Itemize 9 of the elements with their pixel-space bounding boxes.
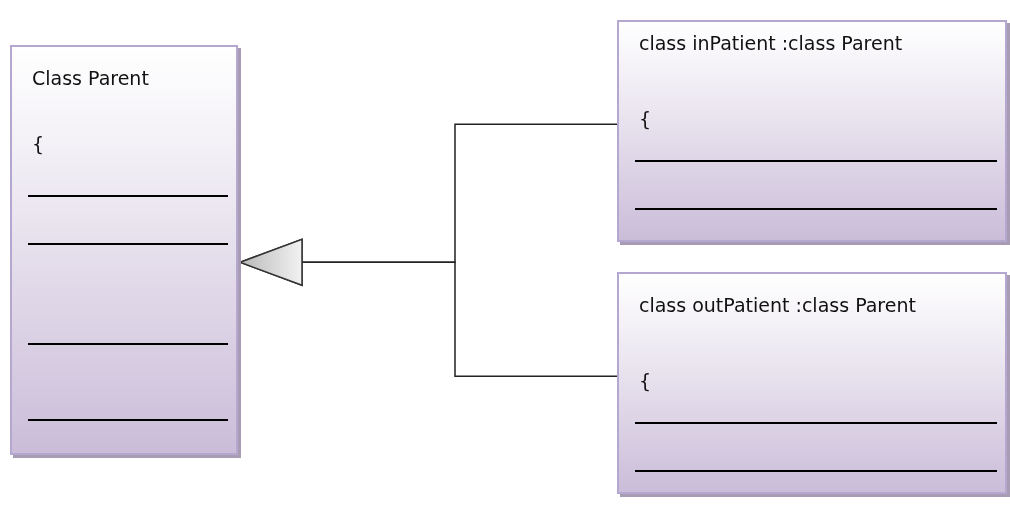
class-box bbox=[617, 20, 1007, 242]
class-name: class outPatient :class Parent bbox=[639, 294, 916, 316]
brace: { bbox=[639, 108, 652, 130]
class-box bbox=[617, 272, 1007, 494]
class-name: Class Parent bbox=[32, 67, 149, 89]
brace: { bbox=[639, 370, 652, 392]
class-name: class inPatient :class Parent bbox=[639, 32, 903, 54]
brace: { bbox=[32, 133, 45, 155]
class-box bbox=[10, 45, 238, 455]
